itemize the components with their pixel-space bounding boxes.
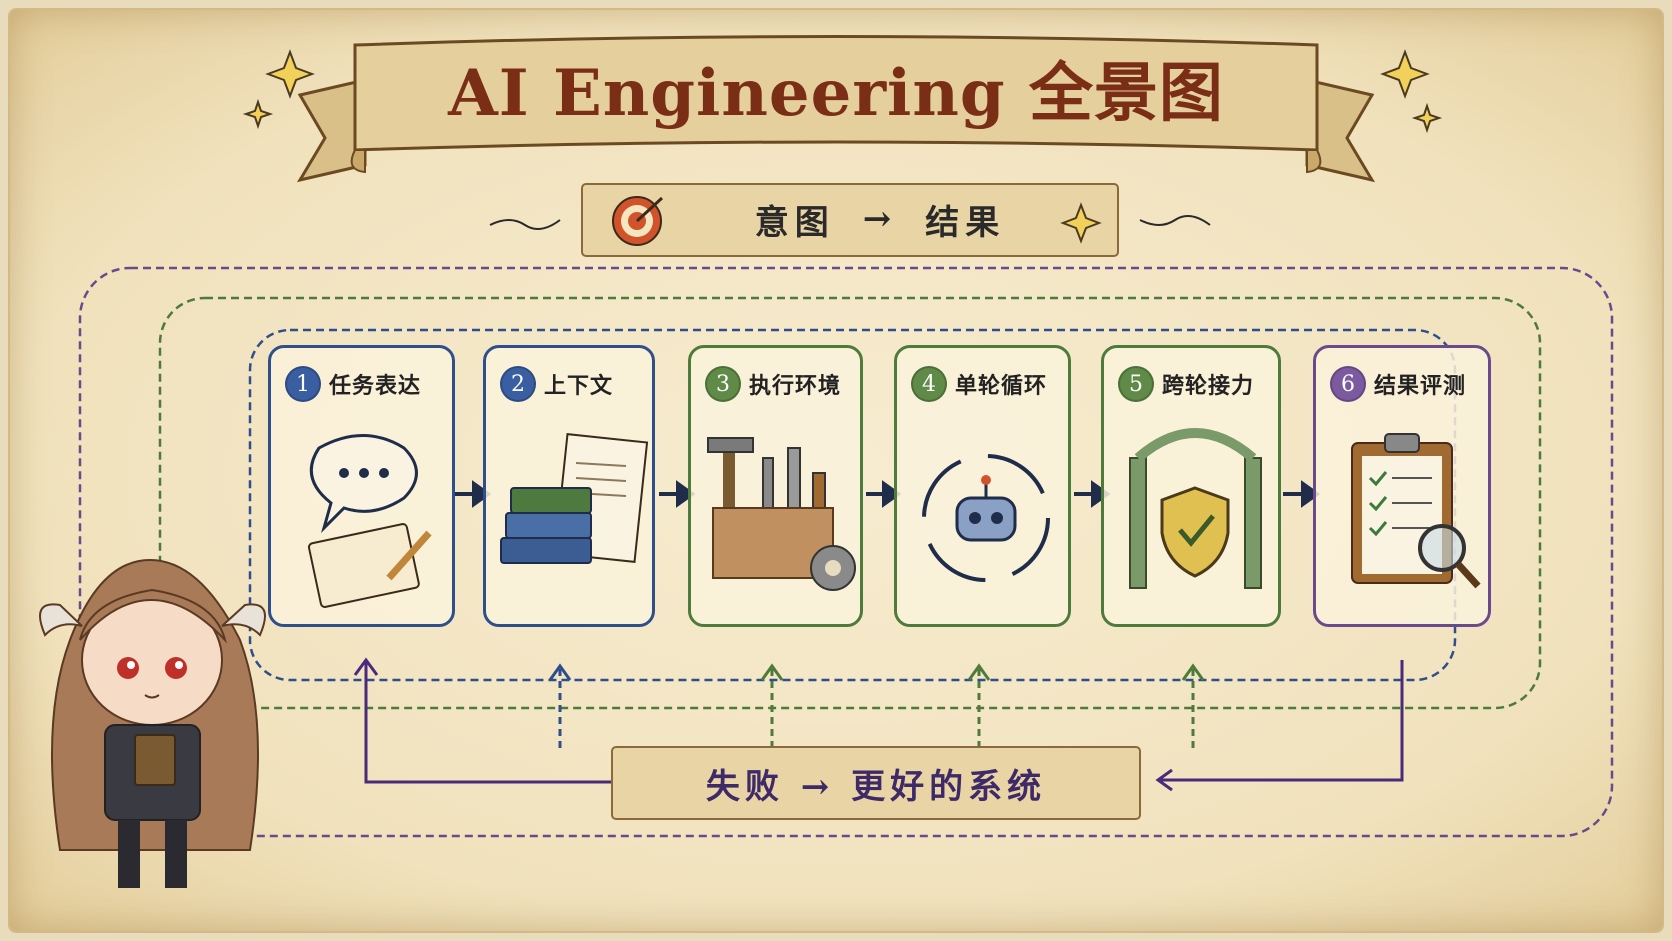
subtitle: 意图 → 结果 [585, 183, 1115, 255]
step-card-6[interactable]: 6 结果评测 [1313, 345, 1491, 627]
books-document-icon [500, 433, 649, 564]
bottom-plaque [611, 746, 1141, 820]
robot-cycle-icon [922, 454, 1050, 582]
toolbox-icon [707, 437, 856, 591]
flow-arrows [453, 480, 1321, 508]
step-number-4: 4 [911, 366, 947, 402]
subtitle-sparkle-icon [1060, 202, 1102, 244]
step-number-5: 5 [1118, 366, 1154, 402]
step-card-2[interactable]: 2 上下文 [483, 345, 655, 627]
step-label-5: 跨轮接力 [1162, 374, 1255, 399]
step-label-6: 结果评测 [1374, 374, 1467, 399]
page-title: AI Engineering 全景图 [448, 56, 1224, 131]
middle-loop-frame [158, 296, 1542, 710]
step-number-3: 3 [705, 366, 741, 402]
inner-loop-frame [248, 328, 1457, 682]
step-label-2: 上下文 [544, 374, 614, 399]
mascot-character-icon [39, 558, 266, 888]
clipboard-magnifier-icon [1351, 433, 1481, 589]
sparkle-icons [242, 49, 1443, 134]
step-card-4[interactable]: 4 单轮循环 [894, 345, 1071, 627]
subtitle-plaque [489, 183, 1211, 257]
step-card-3[interactable]: 3 执行环境 [688, 345, 863, 627]
step-card-5[interactable]: 5 跨轮接力 [1101, 345, 1281, 627]
subtitle-arrow: → [862, 199, 898, 239]
step-label-3: 执行环境 [749, 374, 842, 399]
outer-loop-frame [78, 266, 1614, 838]
subtitle-intent: 意图 [754, 202, 835, 243]
step-label-4: 单轮循环 [955, 374, 1048, 399]
speech-notepad-icon [307, 434, 432, 608]
subtitle-result: 结果 [925, 202, 1006, 243]
feedback-text: 失败 → 更好的系统 [705, 766, 1047, 807]
title-banner [296, 35, 1376, 183]
target-icon [612, 196, 664, 246]
step-number-2: 2 [500, 366, 536, 402]
feedback-arrows [353, 657, 1404, 792]
step-card-1[interactable]: 1 任务表达 [268, 345, 455, 627]
step-label-1: 任务表达 [329, 374, 422, 399]
feedback-label: 失败 → 更好的系统 [612, 747, 1140, 819]
step-number-6: 6 [1330, 366, 1366, 402]
step-number-1: 1 [285, 366, 321, 402]
gate-shield-icon [1129, 428, 1262, 589]
